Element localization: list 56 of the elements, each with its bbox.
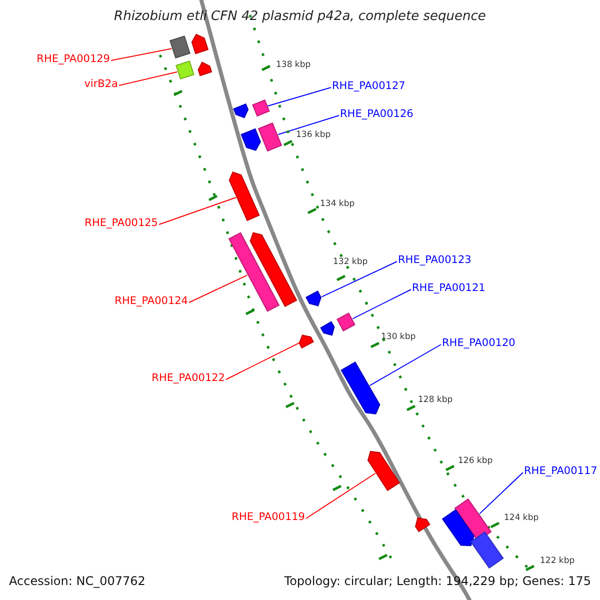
gene-feature — [169, 36, 191, 58]
gene-label: RHE_PA00129 — [36, 53, 110, 66]
gene-feature — [252, 99, 270, 117]
gene-feature — [367, 450, 400, 492]
gene-label: RHE_PA00122 — [152, 372, 225, 385]
scale-label: 124 kbp — [504, 513, 539, 524]
leader-line — [369, 344, 442, 386]
scale-label: 132 kbp — [333, 257, 368, 268]
summary-text: Topology: circular; Length: 194,229 bp; Genes: 175 — [284, 574, 591, 589]
leader-line — [188, 274, 248, 303]
leader-line — [321, 261, 398, 298]
gene-feature — [298, 334, 314, 349]
gene-feature — [470, 531, 504, 569]
map-title: Rhizobium etli CFN 42 plasmid p42a, complete sequence — [113, 9, 487, 24]
gene-label: RHE_PA00125 — [84, 217, 158, 230]
gene-label: virB2a — [84, 78, 118, 91]
leader-line — [267, 87, 332, 107]
gene-feature — [336, 312, 356, 332]
gene-feature — [258, 122, 282, 152]
scale-label: 128 kbp — [418, 395, 453, 406]
gene-label: RHE_PA00117 — [524, 465, 598, 478]
gene-label: RHE_PA00119 — [232, 511, 305, 524]
leader-line — [110, 48, 172, 61]
scale-label: 130 kbp — [381, 332, 416, 343]
gene-feature — [228, 172, 260, 222]
scale-label: 136 kbp — [296, 130, 331, 141]
gene-label: RHE_PA00126 — [340, 108, 414, 121]
gene-feature — [176, 60, 194, 80]
gene-label: RHE_PA00124 — [114, 295, 188, 308]
gene-label: RHE_PA00123 — [398, 254, 472, 267]
gene-label: RHE_PA00121 — [412, 282, 486, 295]
gene-feature — [198, 62, 212, 76]
scale-label: 134 kbp — [320, 199, 355, 210]
gene-feature — [320, 321, 335, 336]
scale-label: 138 kbp — [276, 60, 311, 71]
scale-label: 126 kbp — [458, 456, 493, 467]
gene-feature — [340, 362, 380, 414]
gene-label: RHE_PA00127 — [332, 80, 406, 93]
leader-line — [226, 342, 300, 380]
gene-feature — [250, 232, 298, 308]
leader-line — [118, 71, 178, 86]
accession-text: Accession: NC_007762 — [9, 574, 146, 589]
gene-feature — [240, 128, 261, 151]
leader-line — [306, 472, 376, 519]
gene-feature — [306, 290, 322, 306]
gene-feature — [442, 509, 475, 546]
scale-label: 122 kbp — [540, 556, 575, 567]
gene-feature — [415, 517, 430, 532]
gene-feature — [191, 34, 209, 54]
gene-feature — [228, 232, 280, 312]
gene-feature — [233, 103, 249, 118]
gene-label: RHE_PA00120 — [442, 337, 516, 350]
leader-line — [158, 196, 236, 225]
leader-line — [352, 289, 412, 320]
leader-line — [479, 472, 524, 514]
leader-line — [278, 115, 340, 135]
